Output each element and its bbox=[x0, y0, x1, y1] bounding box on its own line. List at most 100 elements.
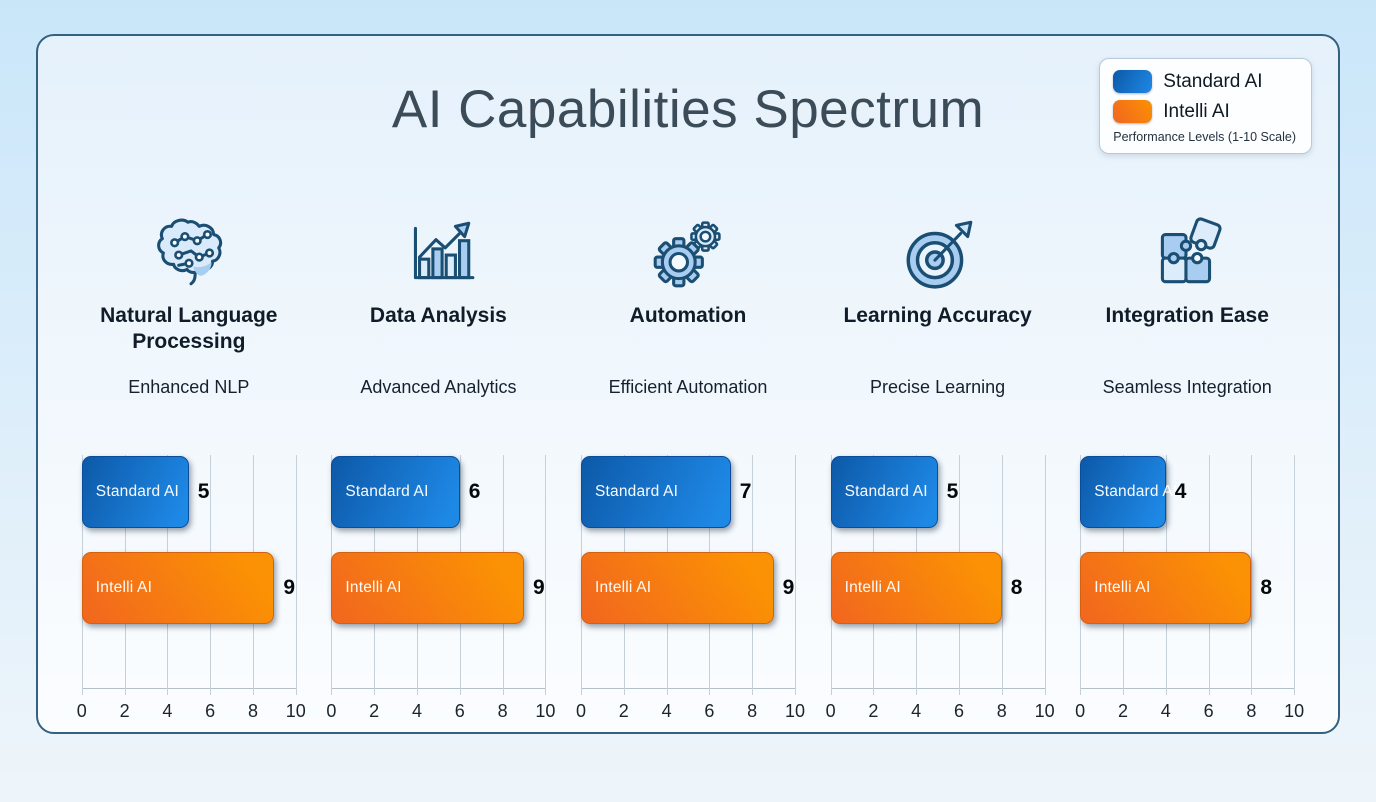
standard-ai-bar: Standard AI bbox=[81, 455, 189, 528]
tick-label: 0 bbox=[825, 700, 836, 721]
tick-label: 0 bbox=[1075, 700, 1086, 721]
brain-circuit-icon bbox=[148, 211, 230, 295]
bar-row: Standard AI 7 bbox=[580, 455, 795, 529]
tick-label: 0 bbox=[575, 700, 586, 721]
legend-item-standard-ai: Standard AI bbox=[1113, 70, 1296, 93]
bar-row: Standard AI 5 bbox=[830, 455, 1045, 529]
legend: Standard AI Intelli AI Performance Level… bbox=[1099, 58, 1312, 154]
x-axis-ticks: 0 2 4 6 8 10 bbox=[326, 693, 555, 727]
plot-area: Standard AI 6 Intelli AI 9 bbox=[331, 454, 547, 695]
gridline bbox=[1001, 454, 1003, 695]
bar-row: Intelli AI 9 bbox=[331, 551, 545, 625]
tick-label: 8 bbox=[497, 700, 508, 721]
intelli-ai-swatch-icon bbox=[1113, 100, 1153, 123]
gridline bbox=[1044, 454, 1046, 695]
tick-label: 6 bbox=[953, 700, 964, 721]
bar-label: Standard AI bbox=[1094, 482, 1178, 500]
gridline bbox=[1294, 454, 1296, 695]
tick-label: 6 bbox=[704, 700, 715, 721]
bar-row: Intelli AI 8 bbox=[1080, 551, 1294, 625]
tick-label: 10 bbox=[535, 700, 556, 721]
gridline bbox=[545, 454, 547, 695]
tick-label: 4 bbox=[911, 700, 922, 721]
capability-column-learning-accuracy: Learning Accuracy Precise Learning Stand… bbox=[817, 211, 1059, 727]
standard-ai-value: 7 bbox=[739, 479, 752, 503]
infographic-card: AI Capabilities Spectrum Standard AI Int… bbox=[36, 34, 1340, 734]
tick-label: 2 bbox=[119, 700, 130, 721]
tick-label: 4 bbox=[411, 700, 422, 721]
bar-label: Intelli AI bbox=[1094, 578, 1151, 596]
x-axis-ticks: 0 2 4 6 8 10 bbox=[1075, 693, 1304, 727]
tick-label: 4 bbox=[661, 700, 672, 721]
intelli-ai-bar: Intelli AI bbox=[1080, 551, 1252, 624]
capability-subtitle: Efficient Automation bbox=[608, 376, 768, 397]
bar-label: Standard AI bbox=[345, 482, 429, 500]
intelli-ai-bar: Intelli AI bbox=[331, 551, 524, 624]
tick-label: 10 bbox=[784, 700, 805, 721]
puzzle-pieces-icon bbox=[1146, 211, 1228, 295]
standard-ai-value: 5 bbox=[946, 479, 959, 503]
legend-item-intelli-ai: Intelli AI bbox=[1113, 100, 1296, 123]
bar-label: Intelli AI bbox=[594, 578, 652, 596]
capability-chart: Standard AI 4 Intelli AI 8 0 2 4 bbox=[1075, 425, 1304, 727]
tick-label: 8 bbox=[996, 700, 1007, 721]
tick-label: 8 bbox=[1246, 700, 1257, 721]
capability-title: Integration Ease bbox=[1105, 303, 1269, 327]
bar-row: Intelli AI 8 bbox=[830, 551, 1045, 625]
bar-label: Intelli AI bbox=[345, 578, 402, 596]
capability-title: Learning Accuracy bbox=[843, 303, 1032, 327]
standard-ai-bar: Standard AI bbox=[830, 455, 938, 528]
intelli-ai-value: 9 bbox=[782, 575, 795, 599]
capability-chart: Standard AI 6 Intelli AI 9 0 2 4 bbox=[326, 425, 555, 727]
standard-ai-value: 5 bbox=[197, 479, 210, 503]
tick-label: 6 bbox=[454, 700, 465, 721]
standard-ai-bar: Standard AI bbox=[331, 455, 460, 528]
standard-ai-bar: Standard AI bbox=[580, 455, 731, 528]
bar-chart-growth-icon bbox=[397, 211, 479, 295]
standard-ai-value: 6 bbox=[468, 479, 481, 503]
tick-label: 2 bbox=[868, 700, 879, 721]
tick-label: 8 bbox=[747, 700, 758, 721]
standard-ai-value: 4 bbox=[1174, 479, 1187, 503]
tick-label: 6 bbox=[205, 700, 216, 721]
intelli-ai-value: 9 bbox=[532, 575, 545, 599]
capability-title: Data Analysis bbox=[369, 303, 507, 327]
x-axis-ticks: 0 2 4 6 8 10 bbox=[576, 693, 805, 727]
intelli-ai-value: 8 bbox=[1010, 575, 1023, 599]
capability-column-nlp: Natural Language Processing Enhanced NLP… bbox=[68, 211, 310, 727]
target-arrow-icon bbox=[897, 211, 979, 295]
tick-label: 10 bbox=[1034, 700, 1055, 721]
intelli-ai-bar: Intelli AI bbox=[580, 551, 774, 624]
plot-area: Standard AI 5 Intelli AI 8 bbox=[830, 454, 1046, 695]
bar-label: Intelli AI bbox=[844, 578, 901, 596]
bar-row: Standard AI 6 bbox=[331, 455, 545, 529]
intelli-ai-value: 9 bbox=[283, 575, 296, 599]
capability-title: Natural Language Processing bbox=[100, 303, 278, 354]
tick-label: 2 bbox=[1117, 700, 1128, 721]
tick-label: 8 bbox=[247, 700, 258, 721]
bar-row: Standard AI 4 bbox=[1080, 455, 1294, 529]
tick-label: 2 bbox=[369, 700, 380, 721]
bar-label: Intelli AI bbox=[95, 578, 153, 596]
intelli-ai-bar: Intelli AI bbox=[830, 551, 1002, 624]
capability-subtitle: Seamless Integration bbox=[1102, 376, 1272, 397]
tick-label: 6 bbox=[1203, 700, 1214, 721]
standard-ai-bar: Standard AI bbox=[1080, 455, 1177, 528]
tick-label: 10 bbox=[285, 700, 306, 721]
capability-subtitle: Advanced Analytics bbox=[360, 376, 517, 397]
plot-area: Standard AI 5 Intelli AI 9 bbox=[81, 454, 297, 695]
tick-label: 2 bbox=[618, 700, 629, 721]
page-title: AI Capabilities Spectrum bbox=[391, 80, 985, 139]
legend-label: Intelli AI bbox=[1163, 100, 1230, 122]
intelli-ai-value: 8 bbox=[1260, 575, 1273, 599]
tick-label: 0 bbox=[326, 700, 337, 721]
capability-subtitle: Enhanced NLP bbox=[128, 376, 250, 397]
capability-chart: Standard AI 5 Intelli AI 8 0 2 4 bbox=[826, 425, 1055, 727]
tick-label: 4 bbox=[1160, 700, 1171, 721]
tick-label: 0 bbox=[76, 700, 87, 721]
intelli-ai-bar: Intelli AI bbox=[81, 551, 275, 624]
bar-row: Intelli AI 9 bbox=[580, 551, 795, 625]
capability-column-data-analysis: Data Analysis Advanced Analytics Standar… bbox=[318, 211, 560, 727]
bar-label: Standard AI bbox=[594, 482, 679, 500]
x-axis-ticks: 0 2 4 6 8 10 bbox=[826, 693, 1055, 727]
